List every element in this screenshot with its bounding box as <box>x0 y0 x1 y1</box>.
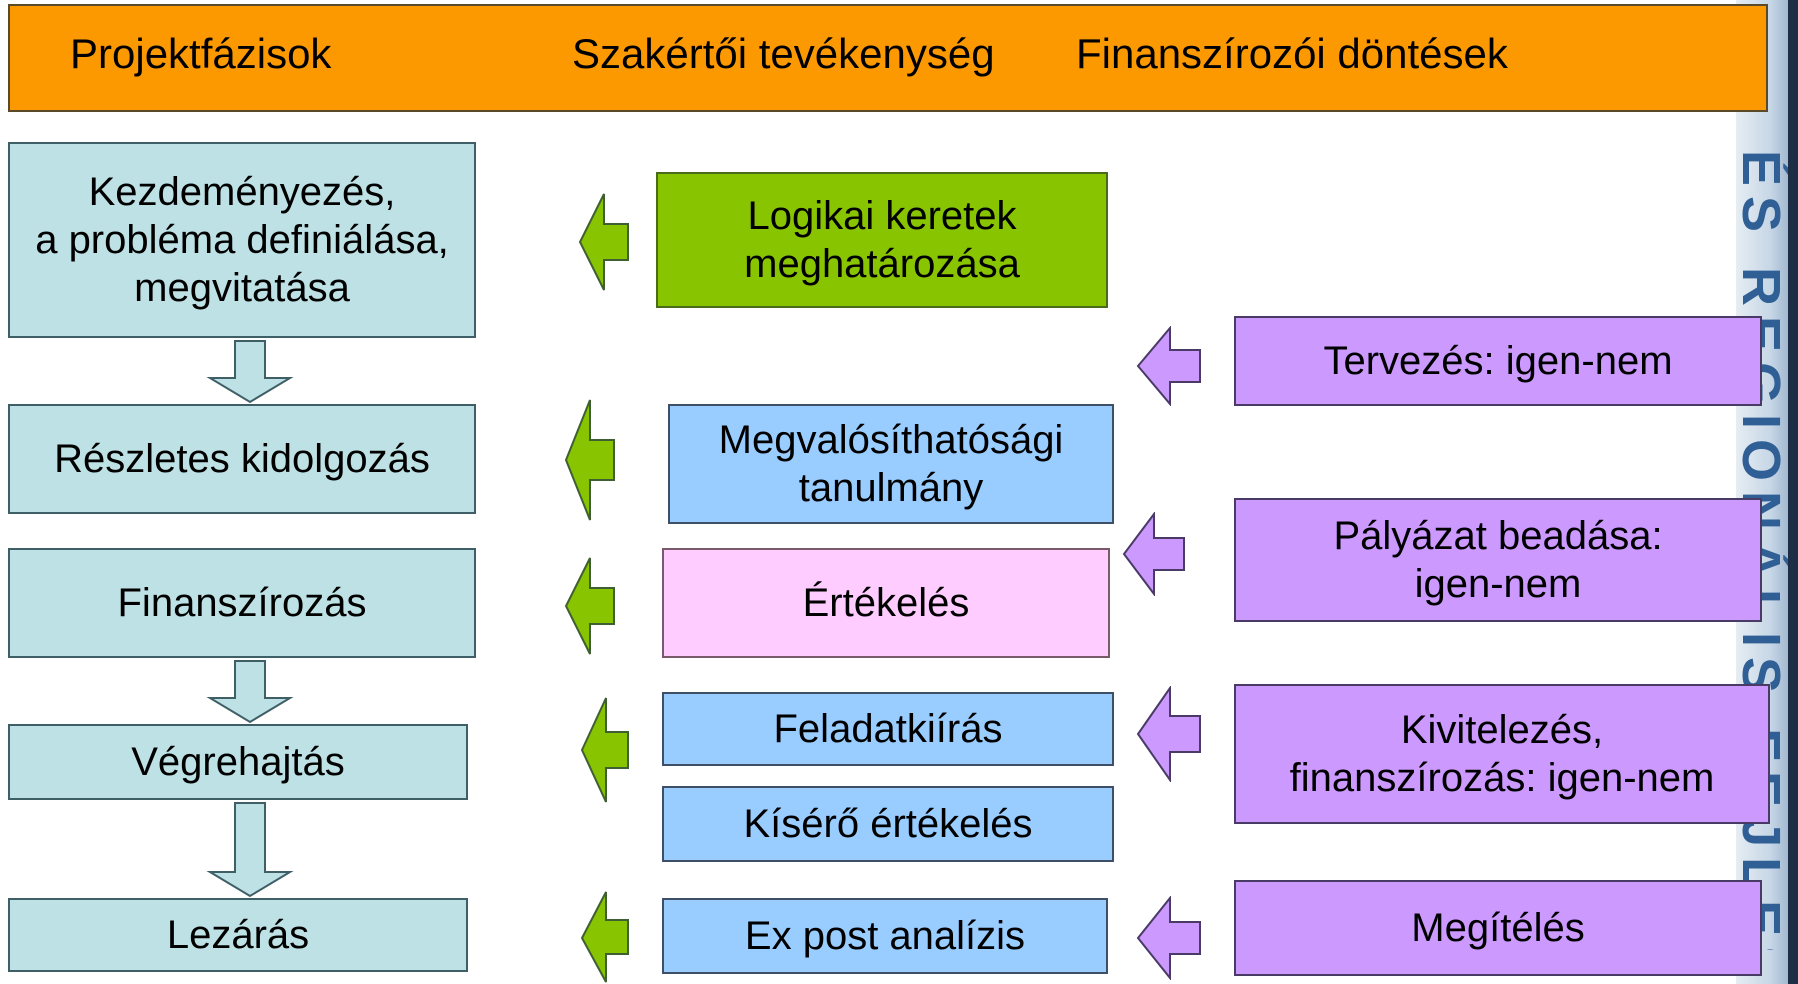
decision-label: Megítélés <box>1411 906 1585 950</box>
expert-label: Logikai keretek meghatározása <box>744 194 1020 286</box>
phase-box-lezaras: Lezárás <box>8 898 468 972</box>
left-arrow-icon <box>564 557 615 655</box>
expert-label: Megvalósíthatósági tanulmány <box>718 418 1064 510</box>
header-projektfazisok: Projektfázisok <box>70 30 332 77</box>
expert-box-expost: Ex post analízis <box>662 898 1108 974</box>
decision-box-megiteles: Megítélés <box>1234 880 1762 976</box>
left-arrow-icon <box>580 891 629 983</box>
expert-box-feladatkiiras: Feladatkiírás <box>662 692 1114 766</box>
decision-box-kivitelezes: Kivitelezés, finanszírozás: igen-nem <box>1234 684 1770 824</box>
expert-box-megvalosithatosagi: Megvalósíthatósági tanulmány <box>668 404 1114 524</box>
header-szakertoi: Szakértői tevékenység <box>572 30 995 77</box>
expert-box-kisero: Kísérő értékelés <box>662 786 1114 862</box>
left-arrow-icon <box>1136 686 1201 782</box>
banner-edge <box>1788 0 1798 984</box>
down-arrow-icon <box>206 340 294 404</box>
decision-label: Kivitelezés, finanszírozás: igen-nem <box>1289 708 1715 800</box>
left-arrow-icon <box>580 697 629 803</box>
expert-label: Értékelés <box>802 581 970 625</box>
phase-box-finanszirozas: Finanszírozás <box>8 548 476 658</box>
decision-label: Tervezés: igen-nem <box>1323 339 1673 383</box>
phase-label: Lezárás <box>166 913 310 957</box>
left-arrow-icon <box>578 193 629 291</box>
header-finanszirozoi: Finanszírozói döntések <box>1076 30 1508 77</box>
decision-label: Pályázat beadása: igen-nem <box>1333 514 1663 606</box>
expert-label: Kísérő értékelés <box>743 802 1033 846</box>
phase-label: Kezdeményezés, a probléma definiálása, m… <box>35 170 449 310</box>
phase-box-kezdemenyezes: Kezdeményezés, a probléma definiálása, m… <box>8 142 476 338</box>
expert-box-logikai: Logikai keretek meghatározása <box>656 172 1108 308</box>
down-arrow-icon <box>206 660 294 724</box>
left-arrow-icon <box>1136 896 1201 980</box>
phase-label: Finanszírozás <box>117 581 367 625</box>
left-arrow-icon <box>1136 326 1201 406</box>
header-bar: Projektfázisok Szakértői tevékenység Fin… <box>8 4 1768 112</box>
decision-box-palyazat: Pályázat beadása: igen-nem <box>1234 498 1762 622</box>
phase-label: Részletes kidolgozás <box>54 437 430 481</box>
down-arrow-icon <box>206 802 294 898</box>
left-arrow-icon <box>564 399 615 521</box>
expert-label: Feladatkiírás <box>773 707 1003 751</box>
phase-label: Végrehajtás <box>131 740 345 784</box>
decision-box-tervezes: Tervezés: igen-nem <box>1234 316 1762 406</box>
expert-label: Ex post analízis <box>744 914 1026 958</box>
expert-box-ertekeles: Értékelés <box>662 548 1110 658</box>
decorative-side-banner: ÉS REGIONÁLIS FEJLESZTÉSI <box>1736 0 1798 984</box>
phase-box-vegrehajtas: Végrehajtás <box>8 724 468 800</box>
phase-box-reszletes: Részletes kidolgozás <box>8 404 476 514</box>
left-arrow-icon <box>1122 512 1185 596</box>
